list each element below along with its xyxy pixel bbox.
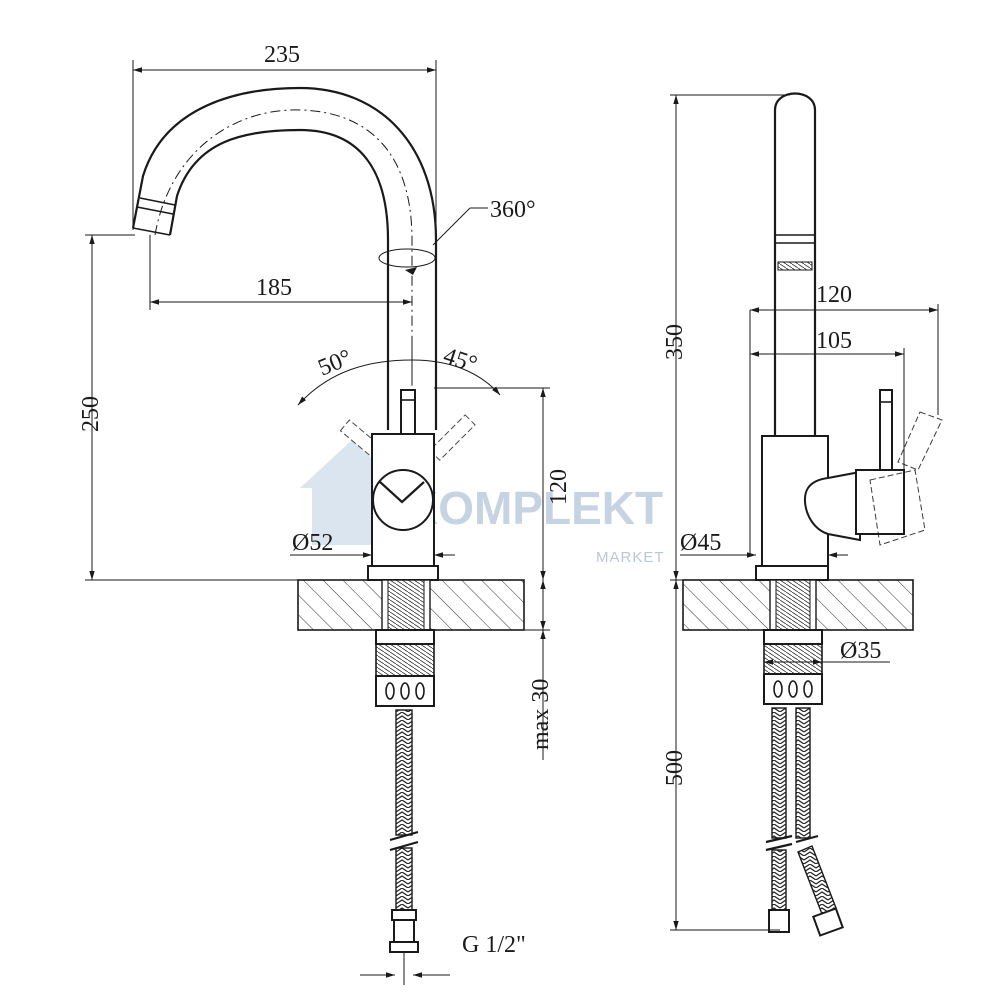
dim-height: 250 [78,396,104,432]
rotation-symbol [378,207,488,275]
front-countertop [297,579,525,631]
side-body [755,389,943,581]
side-spout [773,92,817,436]
handle-angle-arc [297,340,501,406]
dim-spout-reach: 185 [256,275,292,301]
dim-rotation: 360° [490,197,536,223]
front-nut [375,629,435,707]
side-dimension-labels: 350 120 105 Ø45 Ø35 500 [662,282,881,786]
dim-handle-offset: 105 [816,328,852,354]
side-countertop [682,579,914,631]
front-body [367,433,439,581]
watermark-sub: MARKET [596,549,665,566]
side-dimensions [670,94,939,931]
dim-spout-height: 350 [662,324,688,360]
dim-hole-diameter: Ø35 [840,638,881,664]
dim-base-diameter: Ø45 [680,530,721,556]
dim-handle-right-angle: 45° [440,343,480,378]
dim-body-diameter: Ø52 [292,530,333,556]
dim-width-total: 235 [264,42,300,68]
side-lever-alt [869,411,943,546]
dim-handle-reach: 120 [816,282,852,308]
side-hoses [765,707,844,937]
front-view: 235 185 360° 250 50° 45° 120 Ø52 max 30 … [78,42,572,985]
side-view: 350 120 105 Ø45 Ø35 500 [662,92,943,937]
front-spout [131,86,438,580]
watermark: KOMPLEKT MARKET [300,440,665,566]
dim-handle-left-angle: 50° [315,345,356,382]
side-nut [763,629,823,705]
dim-hose-length: 500 [662,750,688,786]
dim-body-height: 120 [546,469,572,505]
watermark-brand: KOMPLEKT [405,482,663,534]
front-dimensions [85,60,550,978]
dim-mount-thickness: max 30 [528,679,554,750]
dim-connection: G 1/2" [462,932,526,958]
front-hose [389,709,419,985]
